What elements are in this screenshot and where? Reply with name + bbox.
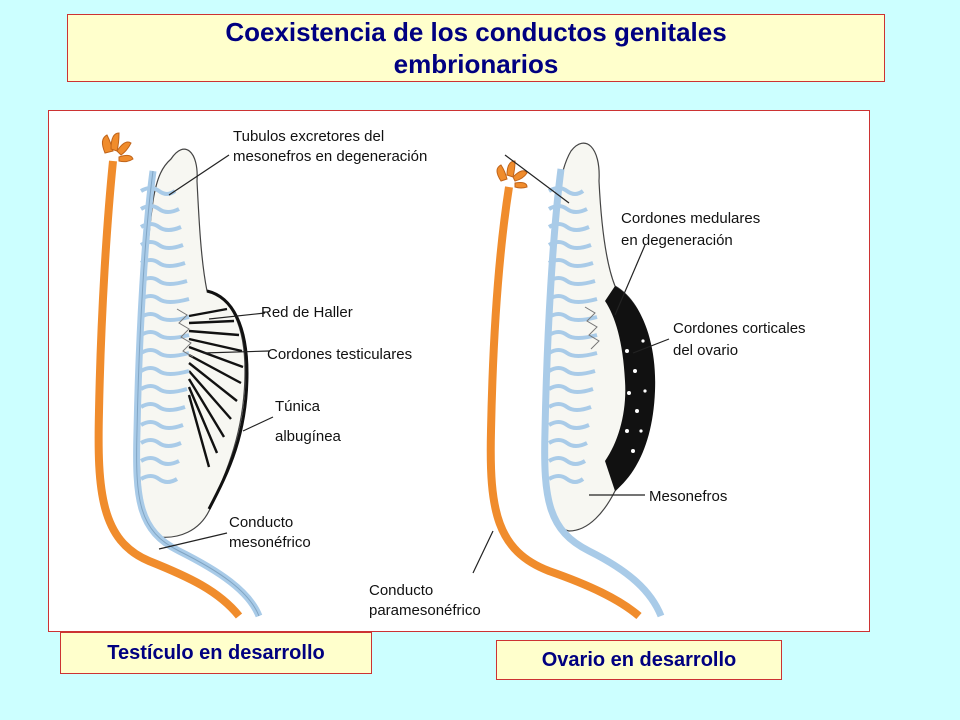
paramesonephric-duct-left bbox=[94, 160, 243, 619]
label-tunica-1: Túnica bbox=[275, 398, 321, 415]
label-tubulos-2: mesonefros en degeneración bbox=[233, 148, 427, 165]
ovary-diagram bbox=[486, 142, 665, 620]
fimbriae-left bbox=[101, 132, 134, 163]
label-cordones-medulares-2: en degeneración bbox=[621, 232, 733, 249]
label-conducto-para-2: paramesonéfrico bbox=[369, 602, 481, 619]
testicular-cords bbox=[187, 307, 244, 468]
label-mesonefros: Mesonefros bbox=[649, 488, 727, 505]
caption-ovary: Ovario en desarrollo bbox=[496, 640, 782, 680]
slide-title-box: Coexistencia de los conductos genitales … bbox=[67, 14, 885, 82]
slide-title: Coexistencia de los conductos genitales … bbox=[225, 17, 727, 79]
figure-labels: Tubulos excretores del mesonefros en deg… bbox=[229, 128, 806, 619]
label-cordones-corticales-1: Cordones corticales bbox=[673, 320, 806, 337]
tunica-albuginea bbox=[206, 289, 249, 510]
paramesonephric-duct-right bbox=[486, 186, 642, 620]
rete-testis bbox=[176, 308, 194, 358]
embryo-ducts-figure: Tubulos excretores del mesonefros en deg… bbox=[48, 110, 870, 632]
mesonephric-duct-right bbox=[541, 168, 665, 618]
label-conducto-meso-2: mesonéfrico bbox=[229, 534, 311, 551]
caption-testis: Testículo en desarrollo bbox=[60, 632, 372, 674]
rete-ovarii bbox=[584, 306, 600, 350]
label-red-haller: Red de Haller bbox=[261, 304, 353, 321]
label-conducto-para-1: Conducto bbox=[369, 582, 433, 599]
label-conducto-meso-1: Conducto bbox=[229, 514, 293, 531]
label-tubulos-1: Tubulos excretores del bbox=[233, 128, 384, 145]
fimbriae-right bbox=[496, 160, 528, 189]
diagram-svg: Tubulos excretores del mesonefros en deg… bbox=[94, 128, 806, 620]
ovarian-cortex bbox=[605, 286, 656, 491]
label-cordones-medulares-1: Cordones medulares bbox=[621, 210, 760, 227]
caption-ovary-text: Ovario en desarrollo bbox=[541, 648, 737, 671]
caption-testis-text: Testículo en desarrollo bbox=[107, 641, 325, 664]
label-cordones-corticales-2: del ovario bbox=[673, 342, 738, 359]
testis-diagram bbox=[94, 132, 263, 619]
label-cordones-testiculares: Cordones testiculares bbox=[267, 346, 412, 363]
label-tunica-2: albugínea bbox=[275, 428, 342, 445]
leader-lines bbox=[158, 154, 670, 574]
cortical-cords-dots bbox=[625, 339, 647, 453]
